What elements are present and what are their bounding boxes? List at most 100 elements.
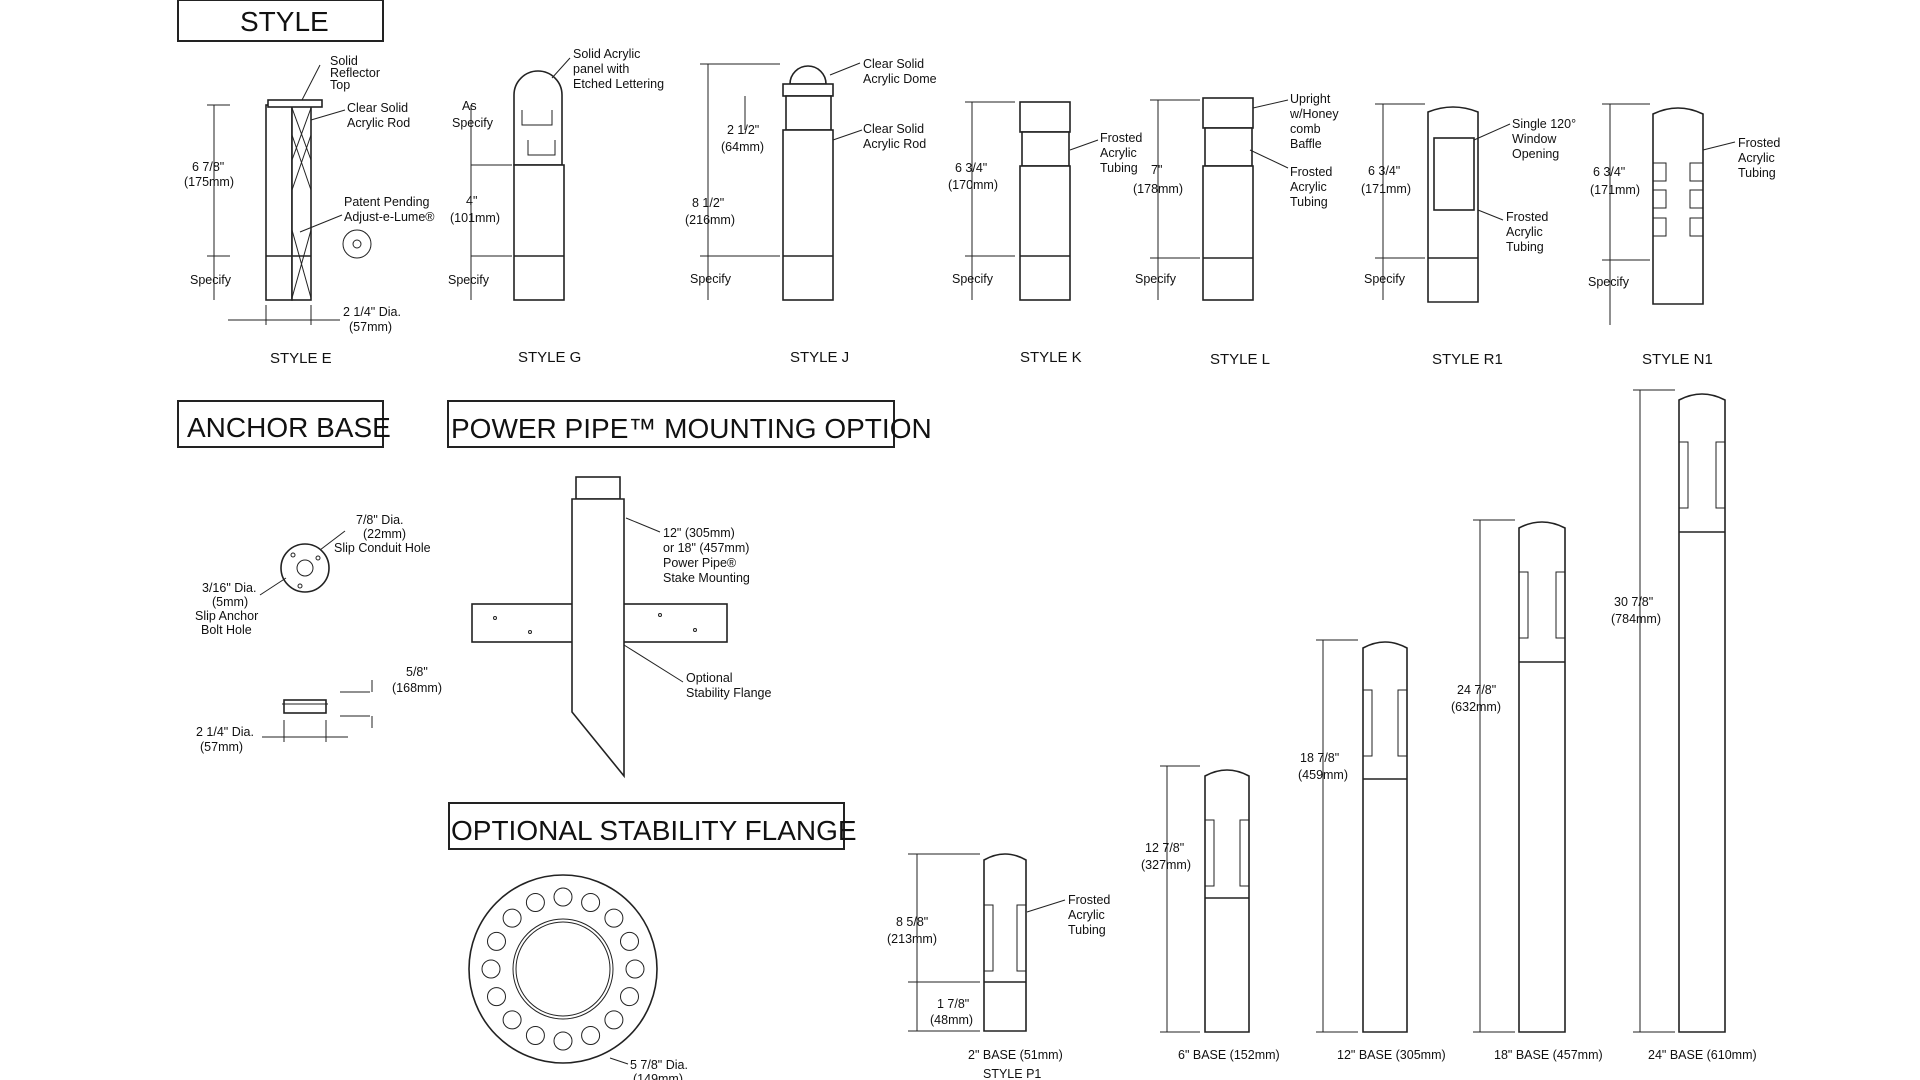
style-l-dimension: (178mm)	[1133, 182, 1183, 196]
style-e-dimension: 6 7/8"	[192, 160, 224, 174]
style-e-label: Top	[330, 78, 350, 92]
flange-dimension: 5 7/8" Dia.	[630, 1058, 688, 1072]
style-j-label: Acrylic Dome	[863, 72, 937, 86]
base-18in-post: 24 7/8" (632mm) 18" BASE (457mm)	[1451, 519, 1603, 1062]
style-k-drawing: Frosted Acrylic Tubing 6 3/4" (170mm) Sp…	[948, 101, 1142, 366]
anchor-label: 3/16" Dia.	[202, 581, 256, 595]
style-e-label: Acrylic Rod	[347, 116, 410, 130]
style-l-drawing: Upright w/Honey comb Baffle Frosted Acry…	[1133, 92, 1339, 368]
style-l-label: Baffle	[1290, 137, 1322, 151]
style-n1-label: Frosted	[1738, 136, 1780, 150]
flange-bolt-hole	[553, 887, 573, 907]
flange-dimension: (149mm)	[633, 1072, 683, 1080]
style-r1-drawing: Single 120° Window Opening Frosted Acryl…	[1361, 103, 1576, 368]
anchor-label: (5mm)	[212, 595, 248, 609]
style-l-label: w/Honey	[1289, 107, 1339, 121]
style-l-caption: STYLE L	[1210, 351, 1270, 368]
flange-bolt-hole	[625, 959, 645, 979]
style-j-caption: STYLE J	[790, 349, 849, 366]
base-height-label: (632mm)	[1451, 700, 1501, 714]
anchor-label: (22mm)	[363, 527, 406, 541]
flange-bolt-hole	[581, 1026, 601, 1045]
base-size-label: 6" BASE (152mm)	[1178, 1048, 1280, 1062]
style-e-label: Reflector	[330, 66, 380, 80]
base-size-label: 18" BASE (457mm)	[1494, 1048, 1603, 1062]
base-height-label: (784mm)	[1611, 612, 1661, 626]
style-g-dimension: (101mm)	[450, 211, 500, 225]
style-j-dimension: (216mm)	[685, 213, 735, 227]
style-j-label: Acrylic Rod	[863, 137, 926, 151]
anchor-dimension: 5/8"	[406, 665, 428, 679]
style-e-label: Adjust-e-Lume®	[344, 210, 435, 224]
style-n1-dimension: 6 3/4"	[1593, 165, 1625, 179]
anchor-dimension: (168mm)	[392, 681, 442, 695]
power-pipe-label: Optional	[686, 671, 733, 685]
style-r1-dimension: 6 3/4"	[1368, 164, 1400, 178]
style-g-label: Etched Lettering	[573, 77, 664, 91]
style-g-drawing: Solid Acrylic panel with Etched Letterin…	[448, 47, 664, 366]
style-e-label: Patent Pending	[344, 195, 430, 209]
flange-bolt-hole	[553, 1031, 573, 1051]
flange-bolt-hole	[604, 908, 624, 928]
style-p1-label: Acrylic	[1068, 908, 1105, 922]
anchor-base-drawing: 7/8" Dia. (22mm) Slip Conduit Hole 3/16"…	[195, 513, 442, 754]
style-k-specify: Specify	[952, 272, 994, 286]
style-n1-dimension: (171mm)	[1590, 183, 1640, 197]
style-p1-label: Frosted	[1068, 893, 1110, 907]
base-24in-post: 30 7/8" (784mm) 24" BASE (610mm)	[1611, 389, 1757, 1062]
base-height-label: (459mm)	[1298, 768, 1348, 782]
style-r1-label: Tubing	[1506, 240, 1544, 254]
style-e-dimension: (57mm)	[349, 320, 392, 334]
style-e-label: Clear Solid	[347, 101, 408, 115]
base-height-label: 18 7/8"	[1300, 751, 1339, 765]
base-height-label: 12 7/8"	[1145, 841, 1184, 855]
style-r1-label: Single 120°	[1512, 117, 1576, 131]
style-p1-base-label: 2" BASE (51mm)	[968, 1048, 1063, 1062]
style-heading-text: STYLE	[240, 6, 329, 37]
style-j-dimension: 8 1/2"	[692, 196, 724, 210]
anchor-label: Slip Conduit Hole	[334, 541, 431, 555]
anchor-dimension: 2 1/4" Dia.	[196, 725, 254, 739]
anchor-dimension: (57mm)	[200, 740, 243, 754]
anchor-base-heading-text: ANCHOR BASE	[187, 412, 391, 443]
style-r1-caption: STYLE R1	[1432, 351, 1503, 368]
base-size-label: 24" BASE (610mm)	[1648, 1048, 1757, 1062]
style-g-label: As	[462, 99, 477, 113]
style-heading: STYLE	[177, 0, 384, 42]
style-g-label: panel with	[573, 62, 629, 76]
power-pipe-label: 12" (305mm)	[663, 526, 735, 540]
style-r1-label: Window	[1512, 132, 1557, 146]
anchor-label: Slip Anchor	[195, 609, 258, 623]
style-l-label: Frosted	[1290, 165, 1332, 179]
flange-bolt-hole	[620, 931, 639, 951]
flange-bolt-hole	[604, 1010, 624, 1030]
style-l-specify: Specify	[1135, 272, 1177, 286]
style-p1-dimension: (213mm)	[887, 932, 937, 946]
style-e-dimension: 2 1/4" Dia.	[343, 305, 401, 319]
style-r1-dimension: (171mm)	[1361, 182, 1411, 196]
style-j-drawing: Clear Solid Acrylic Dome Clear Solid Acr…	[685, 57, 937, 366]
style-r1-label: Frosted	[1506, 210, 1548, 224]
anchor-label: 7/8" Dia.	[356, 513, 404, 527]
flange-bolt-hole	[487, 931, 506, 951]
style-r1-label: Opening	[1512, 147, 1559, 161]
anchor-label: Bolt Hole	[201, 623, 252, 637]
style-n1-drawing: Frosted Acrylic Tubing 6 3/4" (171mm) Sp…	[1588, 103, 1780, 368]
base-6in-post: 12 7/8" (327mm) 6" BASE (152mm)	[1141, 765, 1280, 1062]
style-j-dimension: 2 1/2"	[727, 123, 759, 137]
power-pipe-label: or 18" (457mm)	[663, 541, 749, 555]
style-p1-label: Tubing	[1068, 923, 1106, 937]
base-12in-post: 18 7/8" (459mm) 12" BASE (305mm)	[1298, 639, 1446, 1062]
style-e-dimension: (175mm)	[184, 175, 234, 189]
style-l-label: comb	[1290, 122, 1321, 136]
style-n1-specify: Specify	[1588, 275, 1630, 289]
style-j-dimension: (64mm)	[721, 140, 764, 154]
base-height-label: 30 7/8"	[1614, 595, 1653, 609]
flange-bolt-hole	[581, 893, 601, 912]
style-k-dimension: (170mm)	[948, 178, 998, 192]
flange-bolt-hole	[525, 1026, 545, 1045]
style-g-label: Solid Acrylic	[573, 47, 640, 61]
style-l-label: Acrylic	[1290, 180, 1327, 194]
power-pipe-heading: POWER PIPE™ MOUNTING OPTION	[447, 400, 932, 448]
style-n1-label: Acrylic	[1738, 151, 1775, 165]
